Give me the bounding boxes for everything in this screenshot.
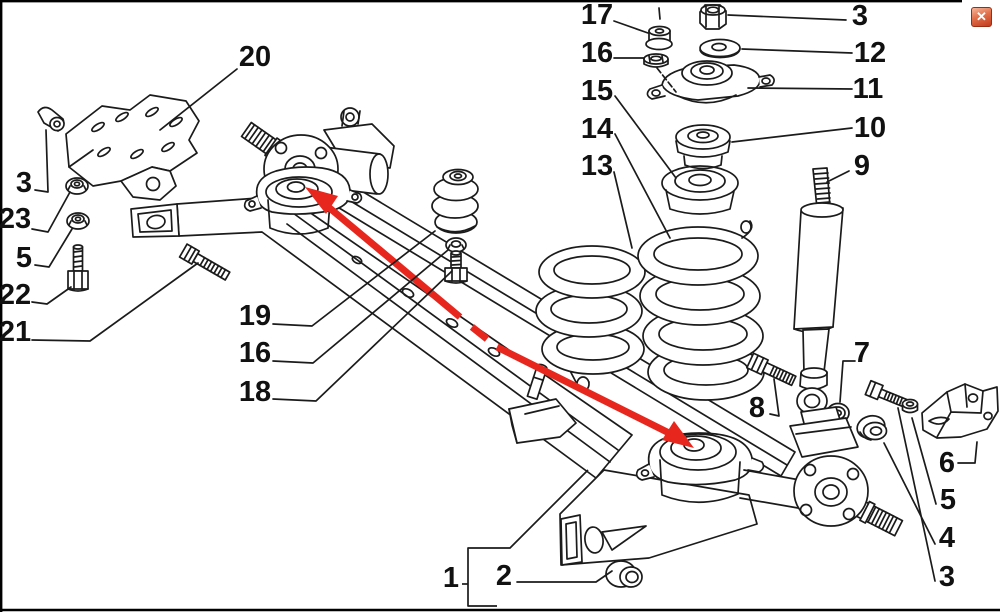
leader-line-12	[741, 48, 853, 54]
strut-mount-11	[646, 60, 775, 104]
washer-16-mid	[445, 237, 467, 253]
part-number-4: 4	[939, 522, 955, 554]
leader-line-13	[613, 171, 633, 249]
bracket-plate-20	[65, 94, 200, 201]
bolt-8	[745, 352, 797, 387]
right-knuckle	[739, 406, 904, 537]
assembly-centerline	[656, 67, 677, 93]
part-number-12: 12	[854, 37, 886, 69]
washer-5-left	[66, 212, 90, 230]
bushing-3-left	[37, 106, 65, 132]
flange-nut-17	[645, 7, 673, 51]
leader-line-3	[897, 407, 936, 582]
red-arrowhead	[662, 421, 694, 448]
part-number-10: 10	[854, 112, 886, 144]
coil-spring-left-13	[535, 245, 646, 392]
leader-line-15	[614, 95, 677, 179]
leader-line-20	[159, 68, 238, 131]
leader-line-3	[727, 14, 847, 21]
leader-line-19	[272, 230, 436, 327]
leader-line-23	[31, 191, 71, 233]
part-number-8: 8	[749, 392, 765, 424]
leader-line-7	[839, 360, 856, 403]
leader-line-18	[272, 270, 453, 402]
red-arrow-segment	[469, 324, 490, 342]
part-number-5: 5	[940, 484, 956, 516]
part-number-6: 6	[939, 447, 955, 479]
red-direction-arrow	[305, 187, 694, 448]
spacer-10	[675, 124, 731, 170]
close-button[interactable]: ✕	[971, 7, 992, 27]
part-number-23: 23	[0, 203, 31, 235]
close-icon: ✕	[976, 9, 987, 24]
nut-4	[856, 414, 888, 441]
trailing-arm	[559, 469, 758, 588]
part-number-3: 3	[852, 0, 868, 32]
part-number-17: 17	[581, 0, 613, 31]
part-number-20: 20	[239, 41, 271, 73]
leader-line-14	[614, 133, 671, 239]
part-number-9: 9	[854, 150, 870, 182]
leader-line-3	[34, 129, 49, 193]
leader-line-22	[31, 286, 72, 305]
part-number-5: 5	[16, 242, 32, 274]
part-number-22: 22	[0, 279, 31, 311]
bolt-21	[178, 243, 231, 281]
part-number-3: 3	[16, 167, 32, 199]
red-arrow-segment	[495, 343, 679, 441]
bolt-18	[444, 250, 468, 284]
leader-line-4	[883, 442, 936, 545]
leader-line-5	[34, 228, 73, 268]
coil-spring-right-14	[637, 220, 765, 401]
part-number-3: 3	[939, 561, 955, 593]
part-number-21: 21	[0, 316, 31, 348]
red-arrow-segment	[317, 197, 463, 320]
part-number-7: 7	[854, 337, 870, 369]
part-number-18: 18	[239, 376, 271, 408]
leader-line-11	[747, 87, 853, 90]
leader-line-9	[826, 170, 850, 183]
part-number-15: 15	[581, 75, 613, 107]
nut-3-top	[699, 4, 727, 30]
leader-line-8	[769, 378, 780, 417]
washer-23	[65, 177, 89, 195]
callout-bracket-line	[467, 469, 589, 607]
leader-line-6	[957, 441, 978, 464]
leader-line-10	[731, 127, 853, 143]
leader-line-16	[272, 249, 449, 364]
part-number-11: 11	[853, 73, 884, 105]
nut-5-right	[901, 398, 919, 414]
part-number-16: 16	[239, 337, 271, 369]
leader-line-2	[516, 570, 613, 583]
part-number-16: 16	[581, 37, 613, 69]
part-number-13: 13	[581, 150, 613, 182]
washer-12	[699, 38, 741, 59]
part-number-2: 2	[496, 560, 512, 592]
washer-16-top	[643, 53, 677, 93]
part-number-19: 19	[239, 300, 271, 332]
bolt-22	[67, 244, 89, 292]
leader-line-17	[613, 20, 649, 34]
red-arrowhead	[305, 187, 338, 214]
part-number-1: 1	[443, 562, 459, 594]
leader-line-5	[911, 417, 937, 505]
leader-line-21	[31, 262, 199, 342]
bump-stop-19	[431, 168, 479, 234]
spring-seat-15	[661, 165, 739, 215]
bracket-6	[921, 383, 999, 439]
shock-absorber-9	[793, 167, 844, 415]
part-number-14: 14	[581, 113, 613, 145]
